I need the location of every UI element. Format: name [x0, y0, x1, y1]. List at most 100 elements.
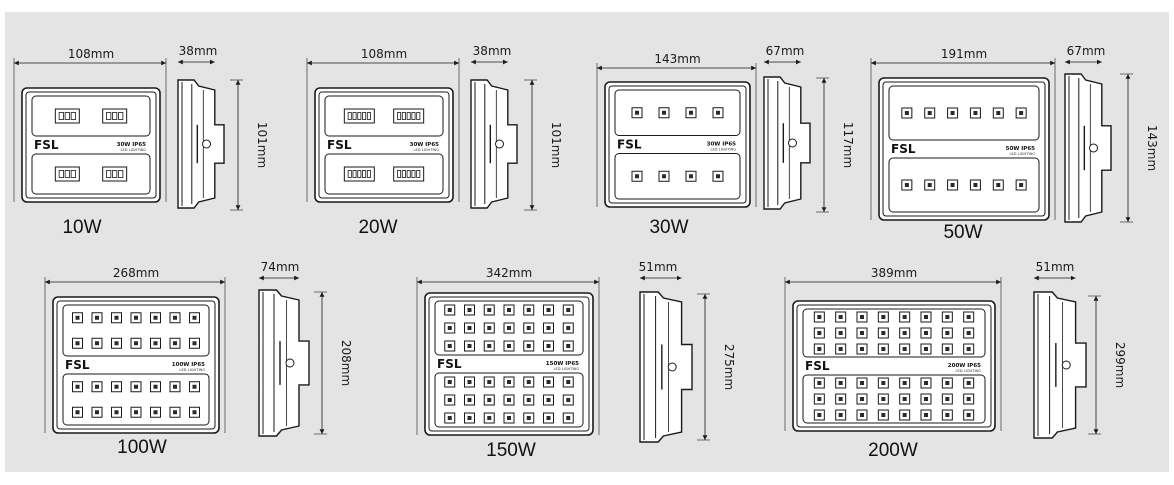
led-chip-core	[566, 308, 571, 312]
mount-bolt	[788, 138, 798, 148]
led-chip-cell	[357, 170, 362, 178]
led-chip-core	[95, 410, 99, 415]
brand-logo: FSL	[437, 357, 462, 371]
led-chip-core	[173, 341, 177, 346]
led-chip-core	[996, 183, 1001, 187]
width-label: 143mm	[654, 52, 700, 66]
led-chip-core	[716, 174, 720, 179]
led-panel	[888, 157, 1040, 213]
led-chip-core	[838, 331, 843, 335]
led-chip-cell	[118, 112, 124, 120]
mount-bolt	[1061, 360, 1071, 370]
led-chip-core	[817, 413, 822, 417]
led-chip-core	[75, 384, 80, 389]
power-rating-label: 30W IP65	[410, 142, 440, 148]
width-label: 108mm	[68, 47, 114, 61]
led-chip-cell	[70, 170, 76, 178]
led-chip-core	[966, 315, 971, 319]
brand-logo: FSL	[891, 142, 916, 156]
led-chip-core	[546, 344, 551, 348]
led-chip-core	[173, 315, 177, 320]
led-chip-core	[902, 397, 907, 401]
led-chip-core	[966, 413, 971, 417]
led-chip-cell	[118, 170, 124, 178]
led-chip-core	[546, 398, 551, 402]
led-chip-core	[924, 413, 928, 417]
mount-bolt	[285, 358, 295, 368]
led-chip-cell	[406, 112, 411, 120]
led-chip-core	[114, 341, 119, 346]
led-chip-cell	[58, 112, 64, 120]
led-chip-core	[881, 397, 886, 401]
led-lighting-label: LED LIGHTING	[180, 368, 206, 372]
led-chip-core	[902, 315, 907, 319]
led-chip-core	[192, 315, 197, 320]
led-chip-core	[860, 381, 864, 385]
led-chip-core	[817, 315, 822, 319]
power-caption: 50W	[943, 222, 982, 243]
led-chip-core	[838, 397, 843, 401]
led-lighting-label: LED LIGHTING	[414, 148, 440, 152]
led-chip-core	[817, 381, 822, 385]
led-panel	[614, 89, 741, 136]
housing-inner-frame	[56, 300, 216, 430]
led-chip-cell	[112, 170, 118, 178]
led-chip-core	[817, 347, 822, 351]
led-chip-core	[945, 331, 950, 335]
power-rating-label: 100W IP65	[172, 362, 205, 368]
side-profile-outline	[763, 76, 811, 210]
brand-logo: FSL	[34, 138, 59, 152]
led-chip-core	[192, 384, 197, 389]
width-label: 342mm	[486, 266, 532, 280]
led-chip-core	[860, 397, 864, 401]
led-chip-core	[566, 344, 571, 348]
led-chip-core	[860, 331, 864, 335]
led-chip-core	[996, 111, 1001, 115]
led-chip-core	[902, 381, 907, 385]
led-panel	[324, 153, 444, 195]
led-chip-core	[507, 308, 511, 312]
depth-label: 51mm	[1036, 260, 1075, 274]
height-label: 101mm	[255, 122, 269, 168]
led-chip-core	[447, 416, 452, 420]
led-chip-core	[507, 326, 511, 330]
led-chip-core	[173, 384, 177, 389]
led-chip-core	[566, 398, 571, 402]
led-panel	[31, 153, 151, 195]
led-chip-core	[927, 111, 932, 115]
led-chip-core	[467, 398, 472, 402]
led-chip-cell	[366, 170, 371, 178]
led-chip-core	[945, 413, 950, 417]
led-chip-cell	[106, 170, 112, 178]
depth-label: 38mm	[179, 44, 218, 58]
led-chip-core	[75, 410, 80, 415]
led-chip-core	[526, 344, 531, 348]
led-chip-core	[95, 341, 99, 346]
led-chip-core	[950, 111, 955, 115]
mount-bolt	[495, 139, 505, 149]
led-chip-core	[566, 380, 571, 384]
led-chip-core	[966, 331, 971, 335]
led-chip-core	[1019, 183, 1024, 187]
led-chip-core	[192, 341, 197, 346]
led-chip-core	[924, 315, 928, 319]
led-chip-core	[817, 397, 822, 401]
led-chip-cell	[397, 112, 402, 120]
led-chip-core	[973, 183, 978, 187]
led-chip-core	[689, 110, 693, 115]
power-caption: 100W	[117, 437, 167, 458]
led-chip-core	[881, 331, 886, 335]
led-chip-core	[1019, 111, 1024, 115]
led-panel	[802, 308, 986, 358]
led-chip-core	[134, 384, 138, 389]
side-profile-outline	[177, 79, 225, 209]
led-panel	[614, 153, 741, 200]
brand-logo: FSL	[327, 138, 352, 152]
led-chip-core	[153, 315, 158, 320]
led-chip-core	[487, 416, 492, 420]
led-chip-core	[507, 380, 511, 384]
